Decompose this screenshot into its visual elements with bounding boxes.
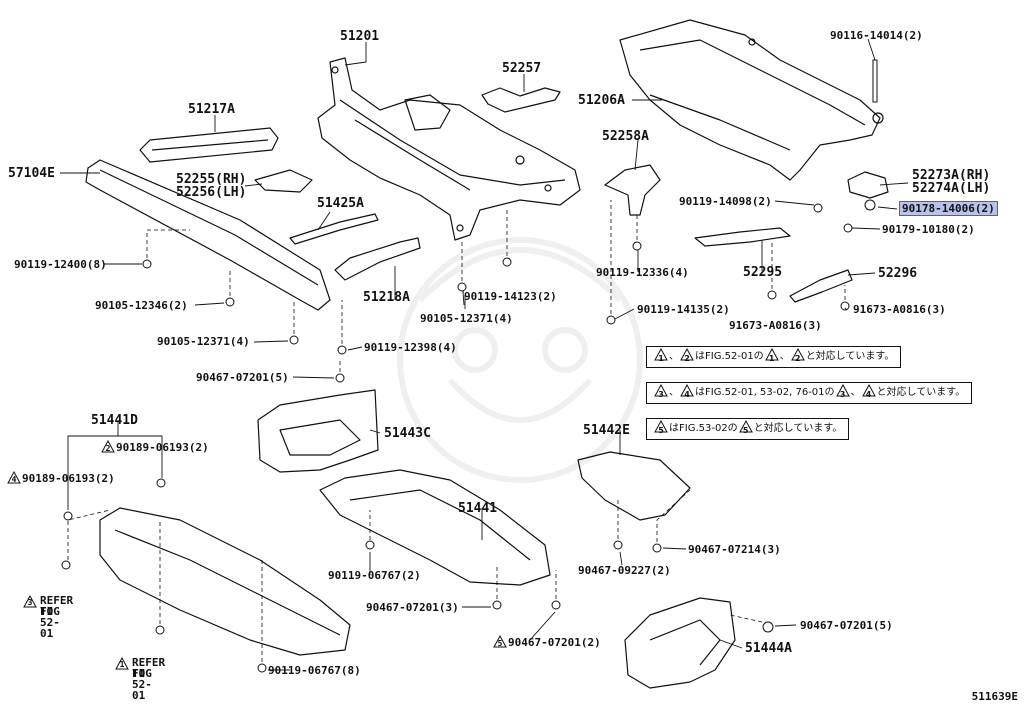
front-crossmember-51201 [317,57,581,241]
label-52273A: 52273A(RH) [912,168,991,183]
label-90105-12371-right: 90105-12371(4) [420,312,513,325]
label-90467-09227: 90467-09227(2) [578,564,671,577]
plate-51217A [139,127,279,163]
label-90116-14014: 90116-14014(2) [830,29,923,42]
bracket-52258A [604,164,661,216]
label-51441: 51441 [458,501,498,516]
triangle-mark-2: 2 [101,440,115,453]
triangle-mark-1: 1 [115,657,129,670]
catalog-code: 511639E [971,690,1018,703]
label-90467-07201-mid: 90467-07201(3) [366,601,459,614]
undercover-51441 [319,469,551,586]
label-90119-12336: 90119-12336(4) [596,266,689,279]
label-52296: 52296 [878,266,918,281]
label-90119-12398: 90119-12398(4) [364,341,457,354]
label-91673-A0816-right: 91673-A0816(3) [853,303,946,316]
member-57104E [85,159,331,311]
bracket-51425A [289,213,379,245]
label-51441D: 51441D [91,413,138,428]
rear-crossmember-51206A [619,19,884,181]
label-51443C: 51443C [384,426,431,441]
label-57104E: 57104E [8,166,55,181]
bracket-51218A [334,237,421,281]
label-52295: 52295 [743,265,783,280]
label-90467-07201-top: 90467-07201(5) [196,371,289,384]
cover-51443C [257,389,379,473]
label-52255: 52255(RH) [176,172,247,187]
label-51425A: 51425A [317,196,364,211]
label-51218A: 51218A [363,290,410,305]
bracket-52257 [481,87,561,113]
label-91673-A0816-left: 91673-A0816(3) [729,319,822,332]
triangle-mark-4: 4 [7,471,21,484]
mount-52273A [847,171,889,199]
label-51201: 51201 [340,29,380,44]
front-spoiler-51441D [99,507,351,656]
refer-to-fig-52-01-b[interactable]: 1 REFER TO FIG 52-01 [114,657,165,701]
dashed-guides [67,200,846,662]
triangle-mark-5: 5 [493,635,507,648]
label-90178-14006[interactable]: 90178-14006(2) [899,201,998,216]
label-90467-07201-right: 90467-07201(5) [800,619,893,632]
watermark-emblem [397,237,643,483]
label-90119-14135: 90119-14135(2) [637,303,730,316]
label-52258A: 52258A [602,129,649,144]
label-90467-07214: 90467-07214(3) [688,543,781,556]
label-90119-06767-bottom: 90119-06767(8) [268,664,361,677]
bracket-52255 [254,169,313,193]
cover-51442E [577,451,691,521]
leader-lines [60,38,909,671]
label-51444A: 51444A [745,641,792,656]
label-52256: 52256(LH) [176,185,247,200]
label-90119-14098: 90119-14098(2) [679,195,772,208]
label-51217A: 51217A [188,102,235,117]
label-52257: 52257 [502,61,542,76]
label-52274A: 52274A(LH) [912,181,991,196]
refer-to-fig-52-01-a[interactable]: 3 REFER TO FIG 52-01 [22,595,73,639]
label-90119-14123: 90119-14123(2) [464,290,557,303]
bracket-52295 [694,227,791,247]
label-90105-12371-left: 90105-12371(4) [157,335,250,348]
label-90105-12346: 90105-12346(2) [95,299,188,312]
label-51206A: 51206A [578,93,625,108]
label-90119-06767-mid: 90119-06767(2) [328,569,421,582]
label-90179-10180: 90179-10180(2) [882,223,975,236]
cover-51444A [624,597,736,689]
label-90119-12400: 90119-12400(8) [14,258,107,271]
label-51442E: 51442E [583,423,630,438]
triangle-mark-3: 3 [23,595,37,608]
bracket-52296 [789,269,853,303]
